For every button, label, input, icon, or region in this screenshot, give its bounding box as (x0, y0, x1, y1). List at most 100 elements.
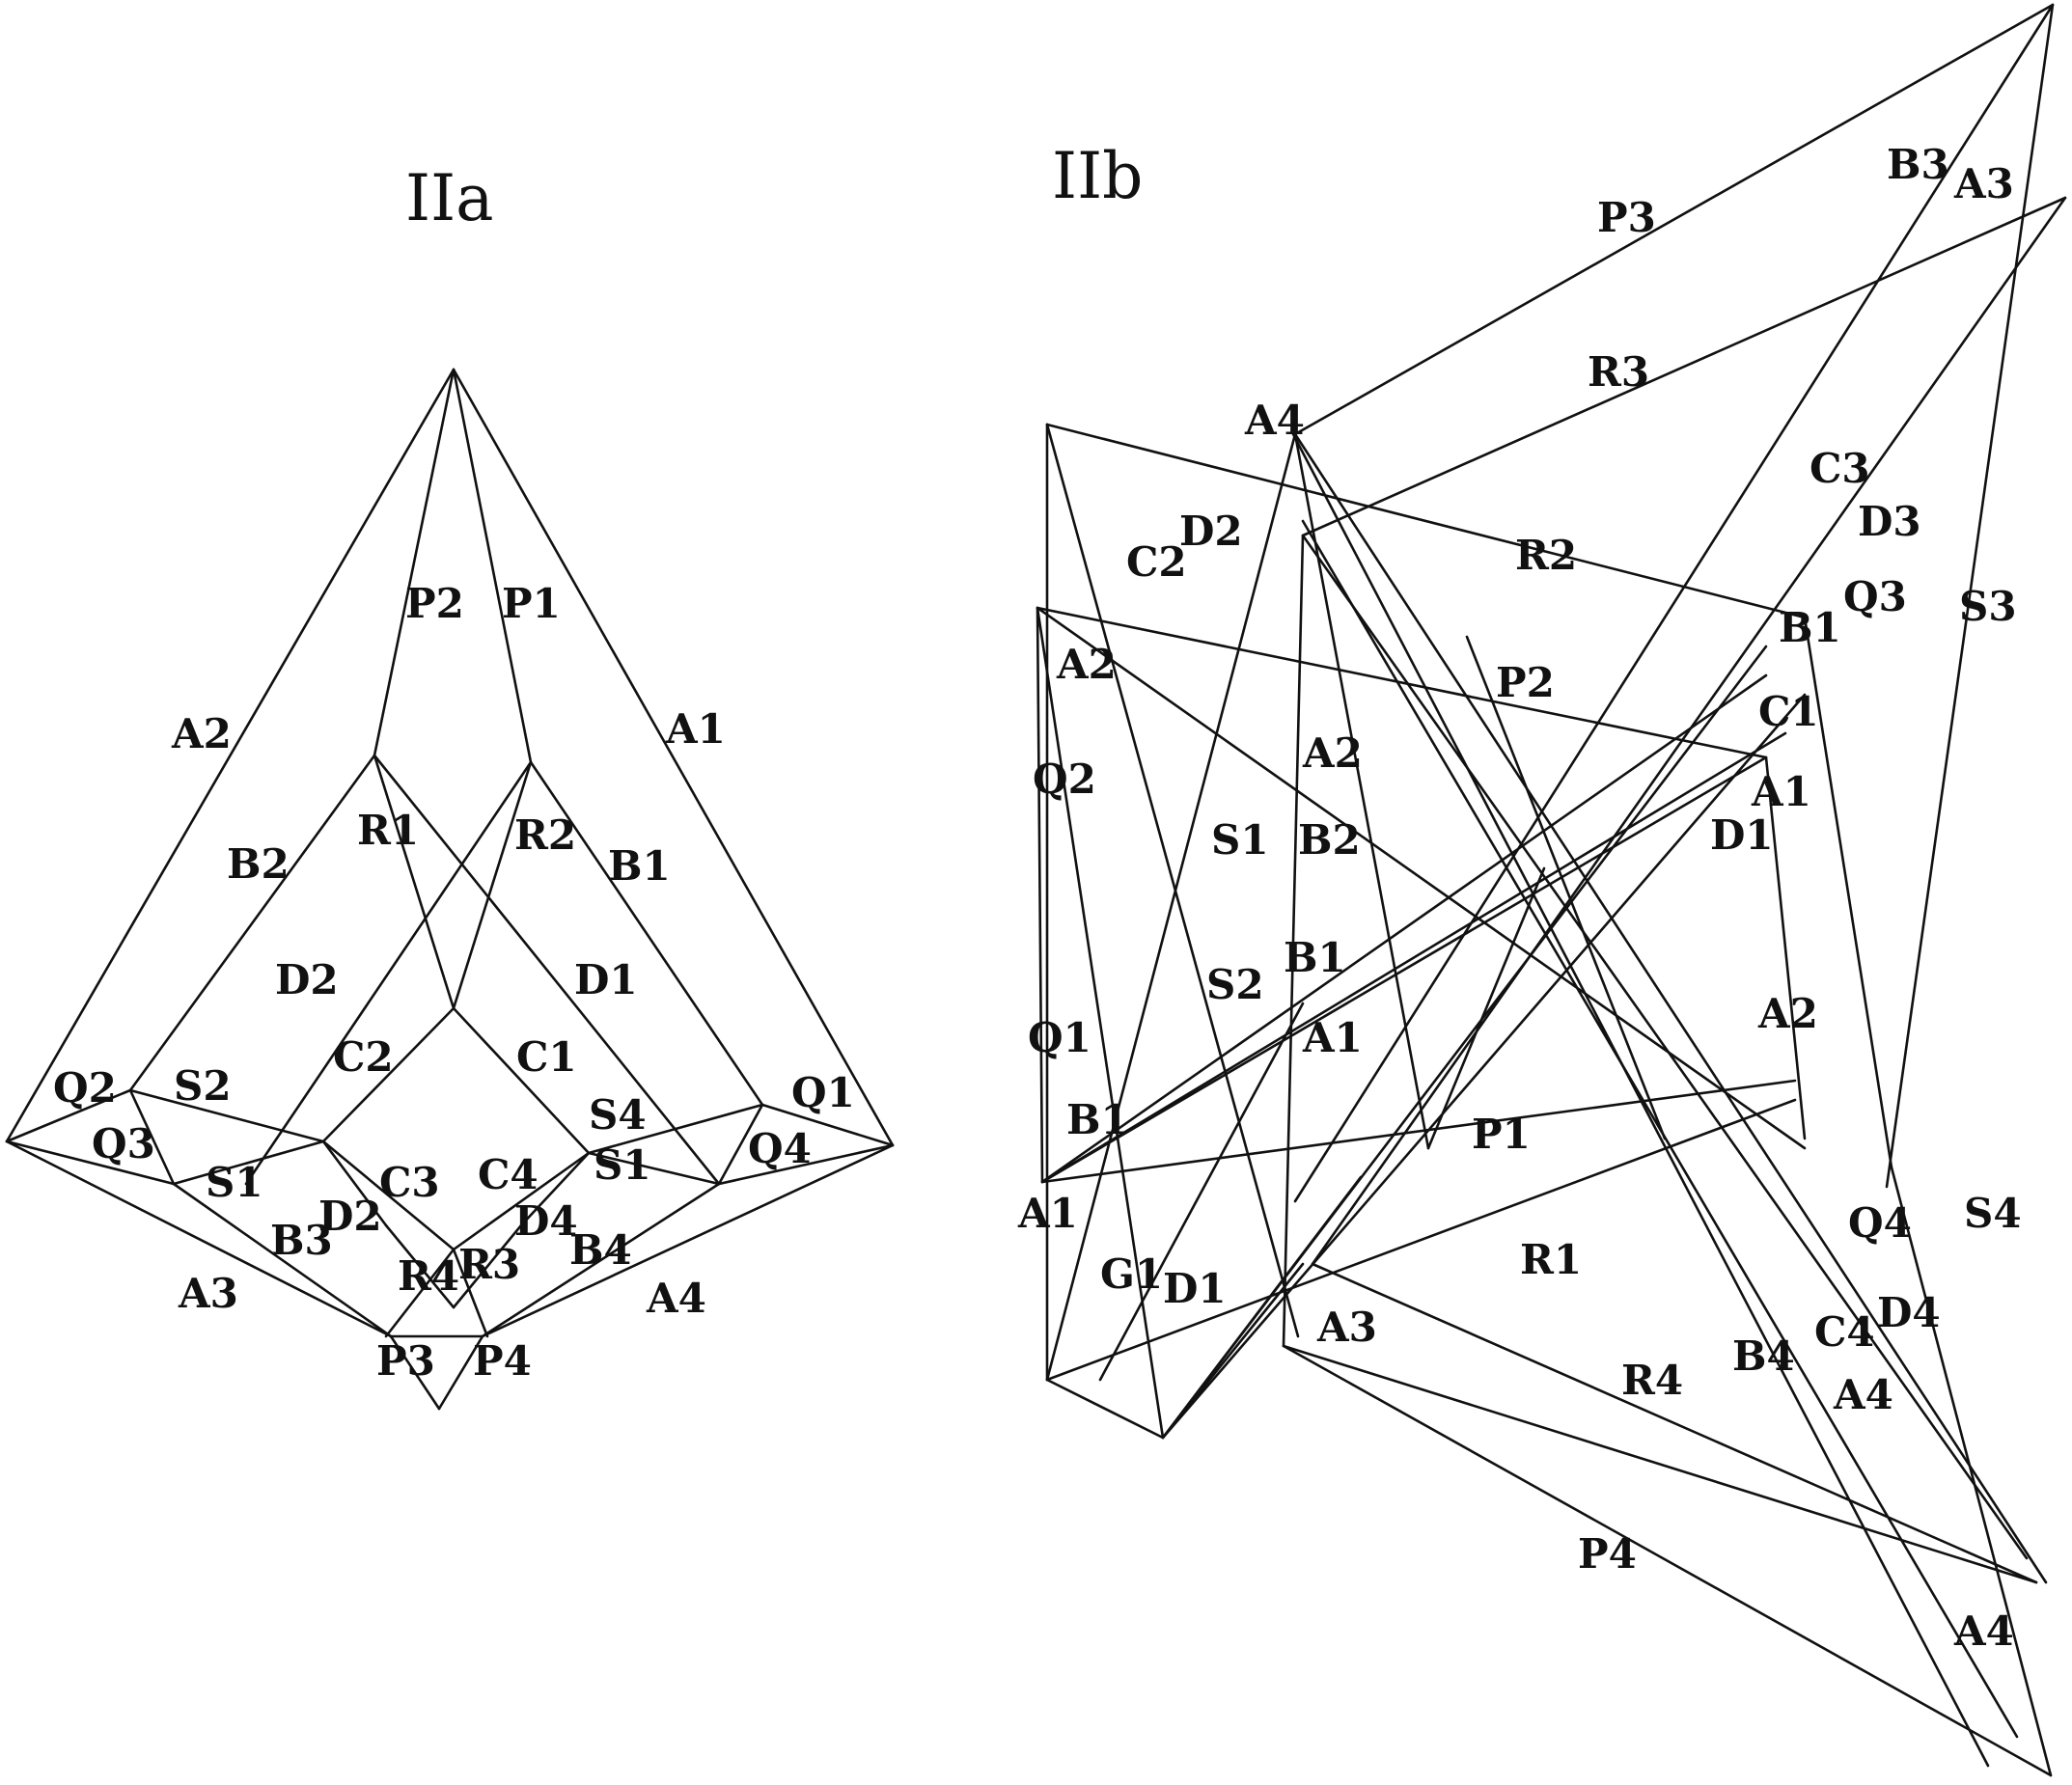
face-label: S3 (1959, 583, 2017, 630)
edge-line (1045, 1378, 1165, 1440)
face-label: D3 (1858, 498, 1921, 545)
edge-line (5, 1140, 393, 1338)
face-label: P2 (1496, 659, 1555, 706)
edge-line (1161, 693, 1807, 1440)
face-label: D1 (574, 956, 638, 1003)
edge-line (1301, 196, 2067, 537)
face-label: R1 (357, 807, 419, 854)
face-label: C2 (333, 1033, 394, 1081)
edge-line (1293, 3, 2055, 436)
edge-line (373, 368, 456, 757)
edge-line (1291, 432, 1990, 1768)
face-label: Q4 (748, 1125, 812, 1172)
edge-line (1045, 1098, 1797, 1382)
face-label: A1 (1017, 1190, 1078, 1237)
edge-line (437, 1334, 484, 1411)
face-label: D1 (1710, 811, 1774, 859)
edge-line (1036, 606, 1044, 1184)
edge-line (128, 1088, 176, 1186)
face-label: A4 (646, 1275, 706, 1322)
edge-line (1282, 1344, 2053, 1777)
face-label: P4 (1578, 1530, 1637, 1578)
edge-line (1045, 423, 1300, 1338)
edge-line (384, 1248, 456, 1338)
edge-line (481, 1182, 721, 1338)
face-label: A3 (1953, 160, 2014, 207)
edge-line (172, 1182, 393, 1338)
edge-line (481, 1143, 895, 1338)
face-label: R2 (514, 811, 576, 859)
edge-line (1465, 635, 1667, 1140)
edge-line (1040, 673, 1768, 1184)
face-label: A3 (178, 1270, 238, 1317)
edge-line (1045, 432, 1297, 1382)
edge-line (452, 760, 533, 1010)
face-label: A4 (1953, 1607, 2014, 1655)
edge-line (1282, 534, 1305, 1348)
face-label: B2 (227, 840, 290, 888)
edge-line (452, 368, 895, 1147)
face-label: P3 (1597, 194, 1656, 241)
face-label: A1 (665, 705, 726, 753)
face-label: B2 (1298, 816, 1361, 864)
face-label: Q2 (53, 1064, 117, 1112)
edge-line (1282, 1344, 2038, 1584)
face-label: B1 (1066, 1096, 1129, 1143)
face-label: R3 (1588, 348, 1649, 396)
face-label: B1 (1284, 934, 1346, 981)
face-label: Q1 (791, 1069, 855, 1116)
face-label: P4 (473, 1337, 532, 1385)
edge-line (1764, 755, 1807, 1140)
edge-line (5, 368, 456, 1143)
edge-line (373, 754, 456, 1010)
figure-a-edges (5, 368, 895, 1411)
face-label: C4 (478, 1151, 539, 1198)
figure-b-edges (1036, 3, 2067, 1777)
edge-line (1311, 1262, 2038, 1584)
edge-line (452, 1223, 523, 1309)
edge-line (389, 1334, 441, 1411)
face-label: Q4 (1848, 1199, 1912, 1247)
edge-line (244, 760, 533, 1186)
face-label: B4 (1732, 1332, 1795, 1380)
face-label: B1 (1779, 604, 1841, 651)
face-label: C3 (379, 1159, 440, 1206)
face-label: D2 (318, 1193, 382, 1240)
edge-line (5, 1088, 132, 1143)
face-label: A2 (1302, 729, 1363, 777)
face-label: S1 (1211, 816, 1269, 864)
face-label: P3 (376, 1337, 435, 1385)
edge-line (452, 368, 533, 764)
face-label: Q3 (92, 1120, 155, 1167)
edge-line (1040, 731, 1787, 1184)
edge-line (587, 1103, 764, 1155)
edge-line (128, 1088, 325, 1143)
edge-line (321, 1140, 388, 1227)
face-label: A1 (1751, 768, 1811, 815)
edge-line (717, 1143, 895, 1186)
face-label: A4 (1244, 397, 1305, 444)
face-label: A4 (1833, 1371, 1893, 1418)
face-label: A3 (1316, 1304, 1377, 1351)
edge-line (1036, 606, 1768, 759)
edge-line (760, 1103, 895, 1147)
edge-line (1426, 866, 1546, 1150)
face-label: D2 (275, 956, 339, 1003)
face-label: R1 (1520, 1236, 1582, 1283)
face-label: D1 (1163, 1265, 1227, 1312)
face-label: S1 (206, 1159, 263, 1206)
edge-line (452, 1248, 489, 1338)
face-label: R4 (398, 1252, 459, 1300)
face-label: G1 (1100, 1250, 1163, 1298)
face-label: C2 (1126, 538, 1187, 586)
face-label: C4 (1814, 1308, 1875, 1356)
edge-line (321, 1006, 456, 1143)
face-label: S1 (594, 1141, 651, 1189)
face-label: Q1 (1028, 1014, 1091, 1061)
face-label: B3 (1887, 141, 1949, 188)
face-label: S4 (589, 1091, 647, 1139)
face-label: D4 (514, 1197, 578, 1245)
edge-line (452, 1006, 591, 1155)
edge-line (1293, 3, 2055, 1203)
